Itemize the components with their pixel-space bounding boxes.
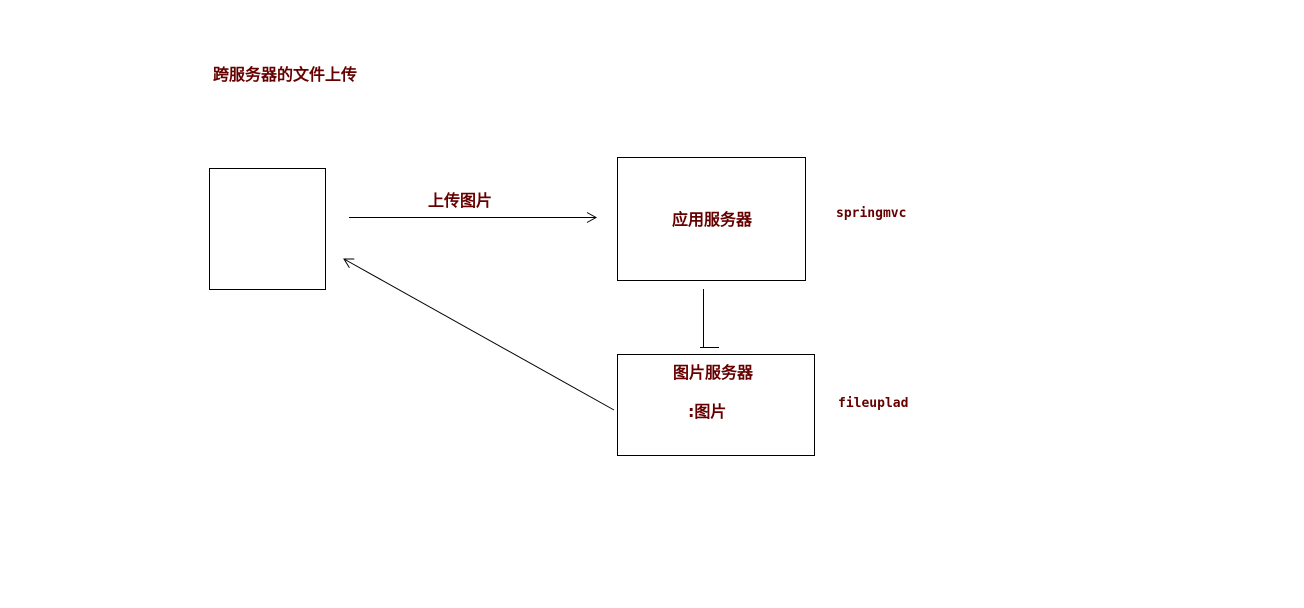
upload-arrow-label: 上传图片 — [428, 191, 493, 210]
app-server-box — [617, 157, 806, 281]
image-server-box — [617, 354, 815, 456]
app-server-label: 应用服务器 — [671, 210, 752, 229]
image-server-tech-label: fileuplad — [838, 396, 909, 411]
image-server-content-label: :图片 — [688, 402, 727, 421]
diagram-title: 跨服务器的文件上传 — [213, 65, 358, 84]
return-arrow — [343, 258, 615, 411]
app-server-tech-label: springmvc — [836, 206, 907, 221]
client-box — [209, 168, 326, 290]
image-server-label: 图片服务器 — [672, 363, 753, 382]
